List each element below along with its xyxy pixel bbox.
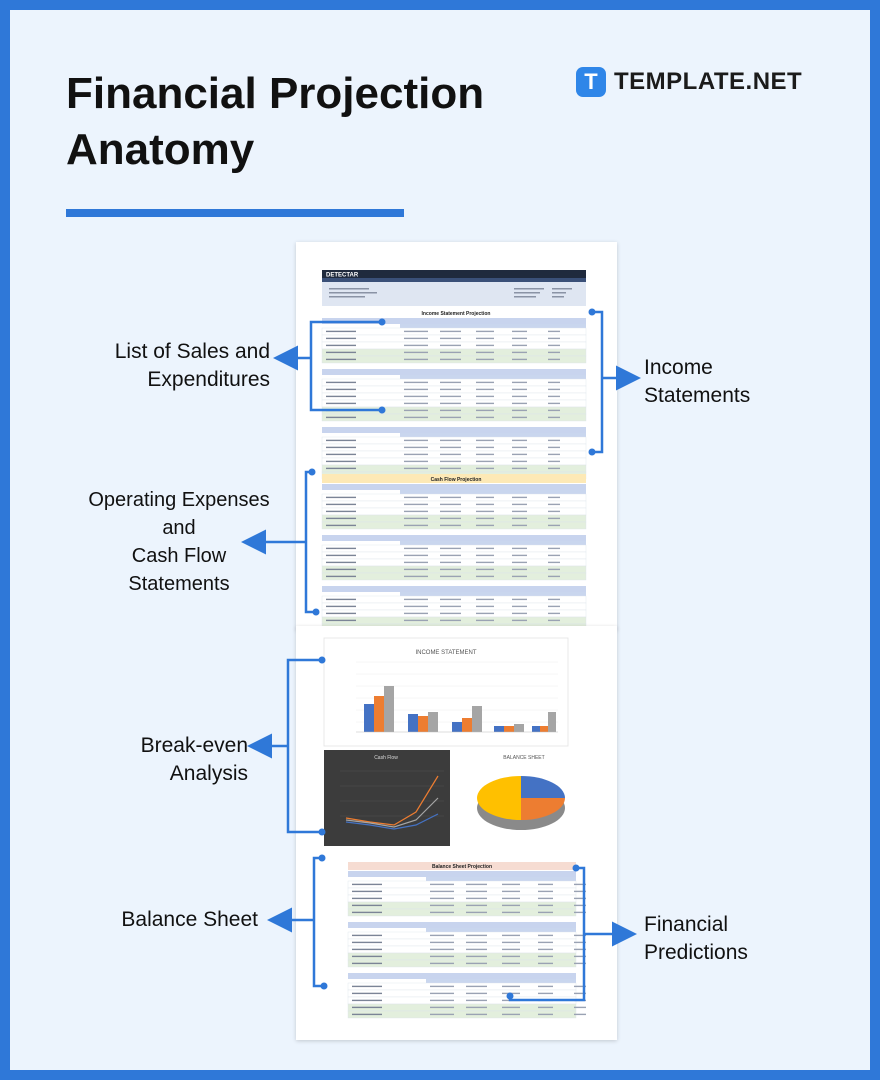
label-sales-line-1: List of Sales and bbox=[114, 340, 270, 363]
bar-group-2 bbox=[408, 712, 438, 732]
document-page-2-preview: INCOME STATEMENT Cash Flow bbox=[323, 637, 586, 1019]
mini-table-header bbox=[348, 973, 576, 979]
bar bbox=[540, 726, 548, 732]
cashflow-series-gray bbox=[345, 797, 439, 828]
bar bbox=[384, 686, 394, 732]
template-logo-icon: T bbox=[576, 67, 606, 97]
bar bbox=[462, 718, 472, 732]
label-operating-line-3: Cash Flow bbox=[131, 545, 227, 567]
bar bbox=[408, 714, 418, 732]
bar bbox=[532, 726, 540, 732]
mini-table-header bbox=[322, 369, 586, 375]
label-breakeven-line-2: Analysis bbox=[169, 762, 248, 785]
label-balance-sheet: Balance Sheet bbox=[50, 906, 258, 934]
title-line-1: Financial Projection bbox=[66, 69, 485, 118]
label-operating-line-1: Operating Expenses bbox=[88, 489, 270, 511]
bar bbox=[494, 726, 504, 732]
bar bbox=[418, 716, 428, 732]
mini-table-header bbox=[348, 922, 576, 928]
pie-slice bbox=[477, 776, 521, 820]
label-predictions-line-1: Financial bbox=[644, 913, 729, 936]
label-predictions-line-2: Predictions bbox=[644, 941, 748, 964]
mini-table-header bbox=[322, 535, 586, 541]
mini-table-header bbox=[322, 586, 586, 592]
bar bbox=[452, 722, 462, 732]
document-page-1-preview: DETECTAR Income Statement Projection Cas… bbox=[321, 270, 587, 630]
bar bbox=[504, 726, 514, 732]
title-underline bbox=[66, 209, 404, 217]
brand-logo[interactable]: T TEMPLATE.NET bbox=[576, 66, 802, 98]
chart-balance-title: BALANCE SHEET bbox=[503, 755, 544, 761]
doc-cashflow-title: Cash Flow Projection bbox=[431, 477, 482, 483]
mini-table-header bbox=[348, 871, 576, 877]
document-page-charts-balance: INCOME STATEMENT Cash Flow bbox=[296, 626, 617, 1040]
doc-balance-title: Balance Sheet Projection bbox=[432, 864, 492, 870]
label-operating-line-2: and bbox=[162, 517, 196, 539]
label-financial-predictions: Financial Predictions bbox=[644, 911, 844, 967]
chart-income-title: INCOME STATEMENT bbox=[415, 650, 476, 656]
cashflow-series-blue bbox=[345, 813, 439, 830]
label-operating-cashflow: Operating Expenses and Cash Flow Stateme… bbox=[66, 486, 292, 598]
label-income-statements: Income Statements bbox=[644, 354, 844, 410]
bar bbox=[364, 704, 374, 732]
pie-slice bbox=[521, 798, 565, 820]
chart-cashflow-title: Cash Flow bbox=[374, 755, 398, 761]
doc-header-name: DETECTAR bbox=[326, 273, 359, 279]
label-income-line-1: Income bbox=[644, 356, 713, 379]
label-break-even: Break-even Analysis bbox=[70, 732, 248, 788]
bar bbox=[548, 712, 556, 732]
brand-name: TEMPLATE.NET bbox=[614, 68, 803, 95]
mini-table-header bbox=[322, 427, 586, 433]
title-line-2: Anatomy bbox=[66, 125, 255, 174]
cashflow-series-orange bbox=[345, 775, 439, 826]
infographic-canvas: Financial Projection Anatomy T TEMPLATE.… bbox=[10, 10, 870, 1070]
doc-income-title: Income Statement Projection bbox=[422, 311, 491, 317]
chart-cashflow-panel bbox=[324, 750, 450, 846]
pie-slice bbox=[521, 776, 565, 798]
label-sales-line-2: Expenditures bbox=[147, 368, 270, 391]
page-title: Financial Projection Anatomy bbox=[66, 66, 484, 178]
bar-group-3 bbox=[452, 706, 482, 732]
bar bbox=[472, 706, 482, 732]
document-page-income-cashflow: DETECTAR Income Statement Projection Cas… bbox=[296, 242, 617, 630]
label-income-line-2: Statements bbox=[644, 384, 751, 407]
mini-table-header bbox=[322, 318, 586, 324]
label-balance-line-1: Balance Sheet bbox=[121, 908, 258, 931]
bar bbox=[374, 696, 384, 732]
bar bbox=[514, 724, 524, 732]
label-sales-expenditures: List of Sales and Expenditures bbox=[50, 338, 270, 394]
mini-table-header bbox=[322, 484, 586, 490]
label-breakeven-line-1: Break-even bbox=[140, 734, 248, 757]
bar-group-4 bbox=[494, 724, 524, 732]
bar-group-5 bbox=[532, 712, 556, 732]
label-operating-line-4: Statements bbox=[128, 573, 230, 595]
bar-group-1 bbox=[364, 686, 394, 732]
bar bbox=[428, 712, 438, 732]
